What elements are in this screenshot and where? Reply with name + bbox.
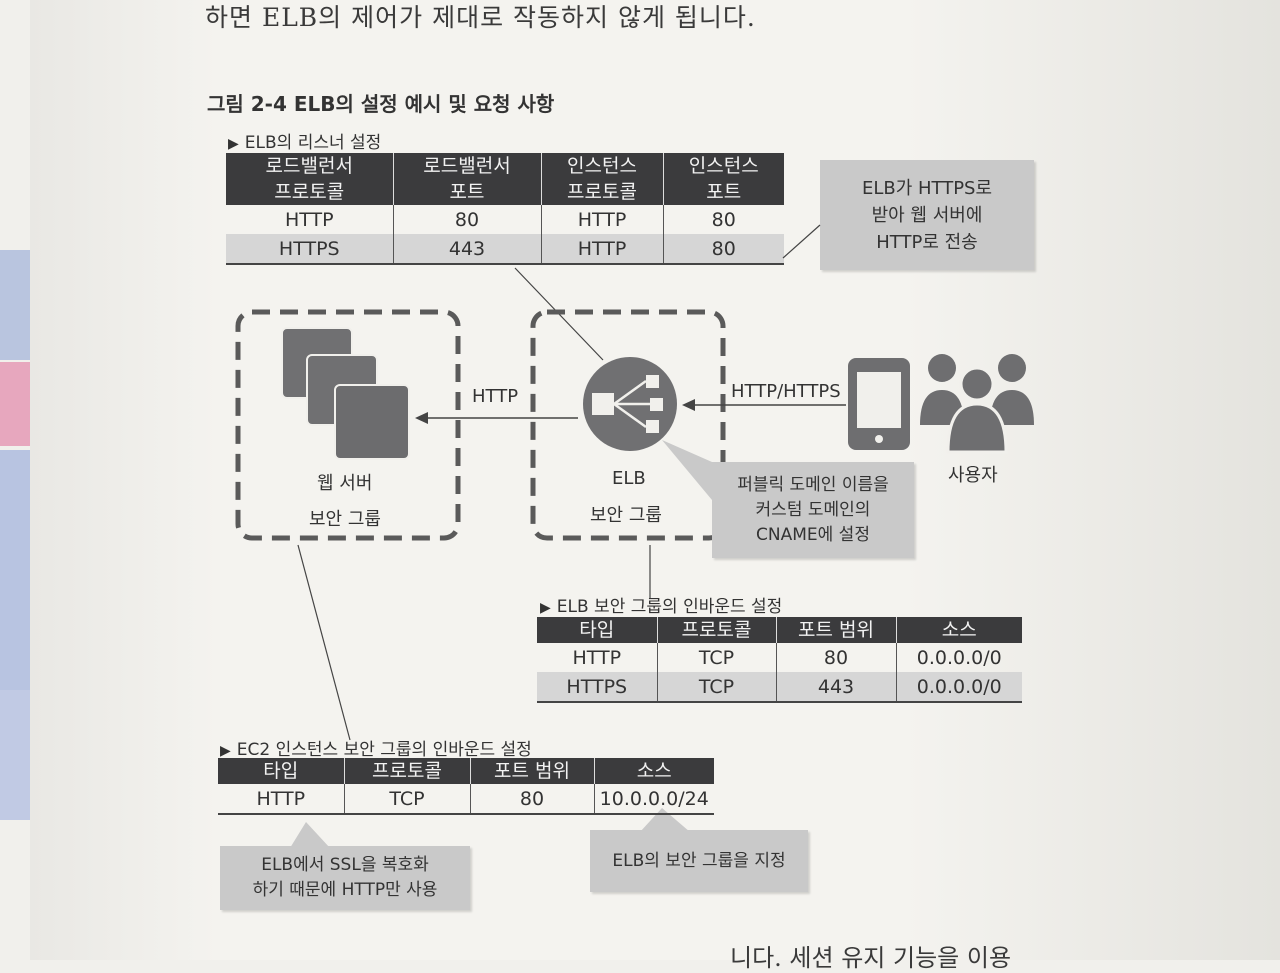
web-security-group-label: 보안 그룹 — [309, 509, 381, 530]
table-cell: 80 — [662, 234, 784, 265]
elb-sg-label-text: ELB 보안 그룹의 인바운드 설정 — [556, 597, 783, 617]
callout-text: ELB의 보안 그룹을 지정 — [612, 850, 786, 871]
elb-sg-reference-callout: ELB의 보안 그룹을 지정 — [590, 830, 808, 892]
figure-title: 그림 2-4 ELB의 설정 예시 및 요청 사항 — [207, 92, 555, 116]
table-header-cell: 타입 — [218, 758, 344, 784]
arrow-elb-to-web — [415, 412, 578, 424]
smartphone-icon — [848, 358, 910, 450]
elb-sg-section-label: ▶ ELB 보안 그룹의 인바운드 설정 — [540, 592, 782, 617]
elb-security-group-label: 보안 그룹 — [590, 505, 662, 526]
sticky-tab-blue — [0, 450, 32, 690]
ec2-sg-label-text: EC2 인스턴스 보안 그룹의 인바운드 설정 — [236, 740, 532, 760]
users-group-icon — [920, 354, 1034, 454]
callout-pointer — [290, 822, 330, 848]
web-server-stack-icon — [281, 327, 410, 460]
table-header-cell: 포트 범위 — [775, 617, 896, 643]
sticky-tab-blue — [0, 250, 32, 360]
table-cell: HTTP — [540, 205, 663, 234]
leader-line — [297, 544, 351, 741]
table-cell: HTTPS — [537, 672, 657, 703]
table-header-cell: 타입 — [537, 617, 657, 643]
table-cell: TCP — [343, 784, 470, 815]
table-cell: HTTP — [284, 208, 334, 231]
body-text-top: 하면 ELB의 제어가 제대로 작동하지 않게 됩니다. — [205, 3, 756, 32]
sticky-tab-pink — [0, 362, 32, 446]
web-security-group-box — [235, 309, 461, 541]
table-cell: 80 — [775, 643, 896, 672]
elb-security-group-box — [530, 309, 726, 541]
table-cell: 443 — [392, 234, 541, 265]
ec2-sg-section-label: ▶ EC2 인스턴스 보안 그룹의 인바운드 설정 — [220, 735, 532, 760]
table-cell: 10.0.0.0/24 — [593, 784, 714, 815]
listener-label-text: ELB의 리스너 설정 — [244, 133, 382, 153]
table-cell: HTTP — [540, 234, 663, 265]
body-text-bottom: 니다. 세션 유지 기능을 이용 — [730, 944, 1012, 972]
table-cell: TCP — [656, 643, 776, 672]
listener-section-label: ▶ ELB의 리스너 설정 — [228, 128, 381, 153]
triangle-bullet-icon: ▶ — [220, 743, 231, 759]
web-server-label: 웹 서버 — [317, 473, 373, 494]
arrow-user-to-elb — [682, 399, 846, 411]
table-header-cell: 프로토콜 — [343, 758, 470, 784]
table-header-cell: 프로토콜 — [656, 617, 776, 643]
sticky-tab-blue — [0, 690, 32, 820]
callout-pointer — [640, 808, 690, 832]
table-header-cell: 포트 범위 — [469, 758, 594, 784]
arrow-label-http: HTTP — [472, 386, 519, 407]
table-cell: HTTP — [218, 784, 344, 815]
triangle-bullet-icon: ▶ — [228, 136, 239, 152]
table-cell: TCP — [656, 672, 776, 703]
triangle-bullet-icon: ▶ — [540, 600, 551, 616]
table-cell: 80 — [662, 205, 784, 234]
table-cell: 0.0.0.0/0 — [895, 672, 1022, 703]
arrow-label-http-https: HTTP/HTTPS — [731, 381, 841, 402]
users-label: 사용자 — [948, 465, 998, 486]
table-cell: HTTPS — [226, 234, 393, 265]
table-cell: 443 — [775, 672, 896, 703]
table-header-cell: 소스 — [593, 758, 714, 784]
table-cell: 0.0.0.0/0 — [895, 643, 1022, 672]
table-header-cell: 소스 — [895, 617, 1022, 643]
elb-label: ELB — [612, 468, 646, 489]
callout-pointer — [662, 440, 712, 500]
leader-line — [782, 224, 821, 259]
table-cell: HTTP — [572, 646, 622, 669]
elb-load-balancer-icon — [583, 357, 677, 451]
table-cell: 80 — [469, 784, 594, 815]
table-cell: 80 — [392, 205, 541, 234]
